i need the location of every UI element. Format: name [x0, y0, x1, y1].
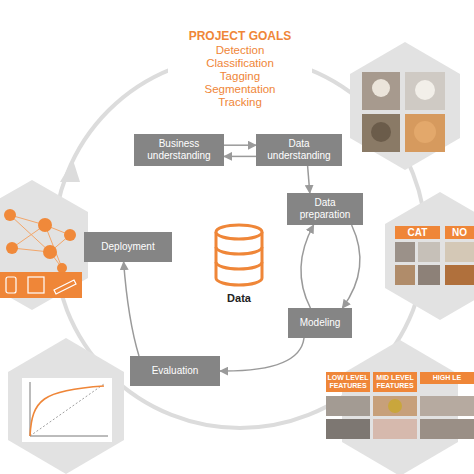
- feature-patch: [326, 419, 370, 439]
- cat-face: [415, 80, 435, 100]
- goal-item: Tagging: [170, 70, 310, 83]
- phone-icon: [6, 277, 16, 293]
- cat-photo: [362, 72, 400, 110]
- step-label: Evaluation: [152, 365, 199, 377]
- cat-photo: [395, 242, 415, 262]
- goal-item: Detection: [170, 44, 310, 57]
- goal-item: Tracking: [170, 96, 310, 109]
- step-label: Data understanding: [260, 138, 338, 162]
- goals-backdrop: [168, 26, 312, 114]
- process-box: Data understanding: [256, 134, 342, 166]
- cycle-arrowhead: [60, 160, 80, 182]
- other-photo: [445, 265, 474, 285]
- cat-photo: [405, 114, 445, 152]
- flow-arrow: [220, 338, 304, 371]
- class-tag: CAT: [395, 226, 440, 239]
- cat-photo: [418, 265, 440, 285]
- feature-patch: [420, 419, 474, 439]
- step-label: Deployment: [101, 241, 154, 253]
- flow-arrow: [224, 156, 256, 158]
- network-links: [10, 215, 70, 268]
- goal-item: Classification: [170, 57, 310, 70]
- flow-arrow: [124, 262, 139, 356]
- cat-photo: [395, 265, 415, 285]
- flow-arrow: [342, 225, 360, 308]
- flow-arrow: [301, 225, 314, 308]
- hexagon: [8, 338, 124, 474]
- camera-icon: [54, 280, 76, 294]
- chart-axes: [30, 382, 108, 436]
- cat-photo: [405, 72, 445, 110]
- goal-item: Segmentation: [170, 83, 310, 96]
- hexagon: [0, 180, 88, 310]
- process-box: Modeling: [288, 308, 352, 338]
- cat-face: [414, 121, 436, 143]
- database-symbol: [213, 222, 265, 288]
- device-band: [0, 272, 82, 298]
- hexagon: [385, 192, 474, 320]
- process-box: Data preparation: [287, 193, 363, 225]
- process-box: Deployment: [84, 232, 172, 262]
- cat-face: [371, 122, 391, 142]
- feature-patch: [373, 396, 417, 416]
- feature-patch: [326, 396, 370, 416]
- cat-photo: [362, 114, 400, 152]
- database-node: Data: [206, 222, 272, 314]
- step-label: Data preparation: [291, 197, 359, 221]
- roc-chart: [22, 378, 112, 442]
- hexagon: [350, 42, 460, 170]
- process-box: Business understanding: [134, 134, 224, 166]
- feature-patch: [420, 396, 474, 416]
- other-photo: [445, 242, 474, 262]
- cat-photo: [418, 242, 440, 262]
- feature-eye: [388, 399, 402, 413]
- feature-tag: MID LEVEL FEATURES: [373, 372, 417, 392]
- step-label: Modeling: [300, 317, 341, 329]
- flow-arrow: [308, 166, 310, 193]
- feature-tag: HIGH LE: [420, 372, 474, 384]
- flow-arrow: [224, 144, 256, 146]
- cat-face: [372, 79, 390, 97]
- network-nodes: [4, 209, 76, 273]
- class-tag: NO: [445, 226, 474, 239]
- chart-diagonal: [30, 384, 104, 436]
- goals-heading: PROJECT GOALS: [170, 29, 310, 43]
- roc-curve: [30, 386, 104, 436]
- database-label: Data: [227, 292, 251, 304]
- process-box: Evaluation: [130, 356, 220, 386]
- feature-tag: LOW LEVEL FEATURES: [326, 372, 370, 392]
- feature-patch: [373, 419, 417, 439]
- step-label: Business understanding: [138, 138, 220, 162]
- server-icon: [28, 277, 44, 293]
